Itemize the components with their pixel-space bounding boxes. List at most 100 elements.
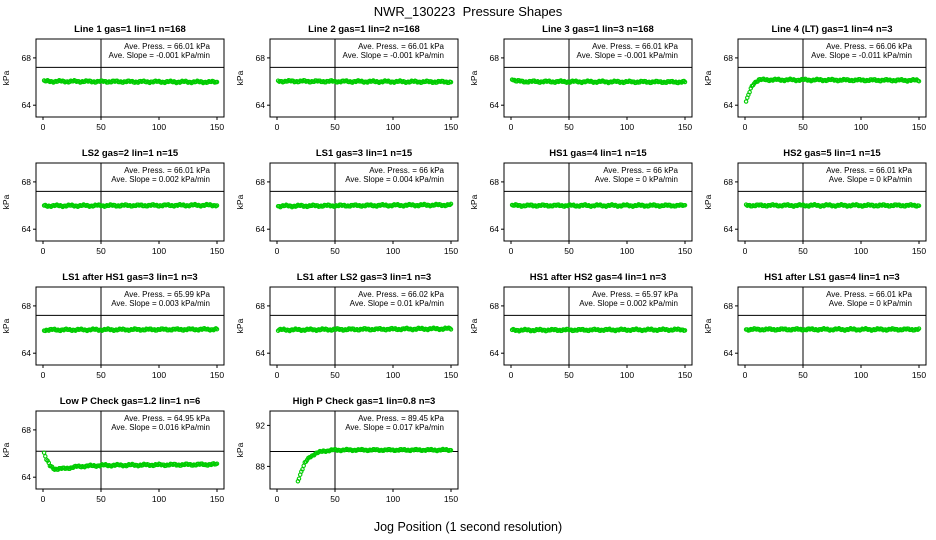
data-point [682, 79, 688, 85]
x-tick-label: 50 [564, 370, 574, 380]
x-tick-label: 150 [444, 246, 458, 256]
avg-slope-annotation: Ave. Slope = 0.01 kPa/min [350, 299, 444, 308]
y-tick-label: 68 [256, 53, 266, 63]
plot-box [737, 38, 927, 118]
x-tick-label: 50 [564, 246, 574, 256]
x-tick-label: 100 [386, 246, 400, 256]
y-axis-label: kPa [703, 194, 713, 209]
y-tick-label: 68 [490, 177, 500, 187]
x-tick-label: 150 [444, 494, 458, 504]
avg-pressure-annotation: Ave. Press. = 65.97 kPa [592, 290, 678, 299]
data-series [509, 77, 688, 86]
x-tick-label: 0 [509, 122, 514, 132]
y-tick-label: 64 [22, 348, 32, 358]
avg-slope-annotation: Ave. Slope = 0.002 kPa/min [111, 175, 210, 184]
y-axis-label: kPa [235, 442, 245, 457]
avg-slope-annotation: Ave. Slope = -0.001 kPa/min [343, 51, 444, 60]
y-axis-label: kPa [1, 442, 11, 457]
avg-pressure-annotation: Ave. Press. = 66 kPa [603, 166, 678, 175]
subplot-title: HS1 after HS2 gas=4 lin=1 n=3 [530, 272, 667, 283]
x-tick-label: 50 [96, 122, 106, 132]
data-series [41, 77, 220, 86]
avg-slope-annotation: Ave. Slope = 0 kPa/min [829, 175, 912, 184]
x-tick-label: 50 [330, 370, 340, 380]
data-series [275, 77, 454, 86]
x-tick-label: 0 [743, 122, 748, 132]
avg-slope-annotation: Ave. Slope = 0 kPa/min [595, 175, 678, 184]
x-tick-label: 0 [509, 370, 514, 380]
avg-pressure-annotation: Ave. Press. = 66.06 kPa [826, 42, 912, 51]
y-tick-label: 68 [256, 301, 266, 311]
data-point [448, 327, 454, 332]
x-tick-label: 100 [620, 246, 634, 256]
y-tick-label: 88 [256, 461, 266, 471]
x-tick-label: 150 [444, 122, 458, 132]
subplot-title: LS1 after HS1 gas=3 lin=1 n=3 [62, 272, 197, 283]
subplot-title: Line 1 gas=1 lin=1 n=168 [74, 24, 186, 35]
data-point [916, 203, 922, 208]
y-tick-label: 64 [256, 224, 266, 234]
data-point [448, 448, 454, 453]
avg-slope-annotation: Ave. Slope = 0.017 kPa/min [345, 423, 444, 432]
subplot-title: Line 2 gas=1 lin=2 n=168 [308, 24, 420, 35]
y-axis-label: kPa [703, 70, 713, 85]
y-tick-label: 68 [724, 177, 734, 187]
avg-slope-annotation: Ave. Slope = -0.001 kPa/min [577, 51, 678, 60]
subplot-title: HS1 gas=4 lin=1 n=15 [549, 148, 647, 159]
data-series [41, 201, 220, 210]
y-axis-label: kPa [235, 70, 245, 85]
avg-pressure-annotation: Ave. Press. = 66.01 kPa [826, 166, 912, 175]
y-axis-label: kPa [235, 318, 245, 333]
plot-box [35, 162, 225, 242]
y-tick-label: 64 [490, 224, 500, 234]
subplot-title: LS1 after LS2 gas=3 lin=1 n=3 [297, 272, 431, 283]
data-series [743, 202, 922, 209]
data-point [682, 202, 688, 208]
data-point [296, 476, 302, 481]
data-point [448, 201, 454, 207]
x-tick-label: 0 [275, 122, 280, 132]
x-tick-label: 100 [386, 122, 400, 132]
y-tick-label: 68 [22, 177, 32, 187]
x-tick-label: 0 [743, 370, 748, 380]
plot-box [35, 38, 225, 118]
figure-title: NWR_130223 Pressure Shapes [373, 4, 563, 19]
x-tick-label: 50 [564, 122, 574, 132]
x-tick-label: 150 [678, 122, 692, 132]
x-tick-label: 100 [152, 246, 166, 256]
y-tick-label: 64 [256, 348, 266, 358]
x-tick-label: 150 [210, 122, 224, 132]
x-tick-label: 50 [798, 122, 808, 132]
plot-box [269, 410, 459, 490]
y-tick-label: 68 [490, 53, 500, 63]
x-tick-label: 0 [41, 370, 46, 380]
avg-pressure-annotation: Ave. Press. = 64.95 kPa [124, 414, 210, 423]
x-tick-label: 0 [509, 246, 514, 256]
subplot-title: HS1 after LS1 gas=4 lin=1 n=3 [764, 272, 899, 283]
avg-slope-annotation: Ave. Slope = 0.004 kPa/min [345, 175, 444, 184]
data-series [41, 325, 220, 334]
y-tick-label: 92 [256, 420, 266, 430]
data-point [682, 328, 688, 333]
x-tick-label: 100 [620, 122, 634, 132]
y-axis-label: kPa [703, 318, 713, 333]
data-series [295, 446, 454, 484]
y-tick-label: 64 [22, 472, 32, 482]
x-tick-label: 0 [275, 494, 280, 504]
avg-slope-annotation: Ave. Slope = -0.001 kPa/min [109, 51, 210, 60]
y-tick-label: 64 [724, 100, 734, 110]
x-tick-label: 150 [912, 370, 926, 380]
avg-pressure-annotation: Ave. Press. = 66.02 kPa [358, 290, 444, 299]
avg-pressure-annotation: Ave. Press. = 66.01 kPa [826, 290, 912, 299]
subplot-title: HS2 gas=5 lin=1 n=15 [783, 148, 881, 159]
data-series [275, 325, 454, 334]
subplot-title: LS1 gas=3 lin=1 n=15 [316, 148, 413, 159]
x-tick-label: 100 [854, 122, 868, 132]
plot-box [269, 286, 459, 366]
